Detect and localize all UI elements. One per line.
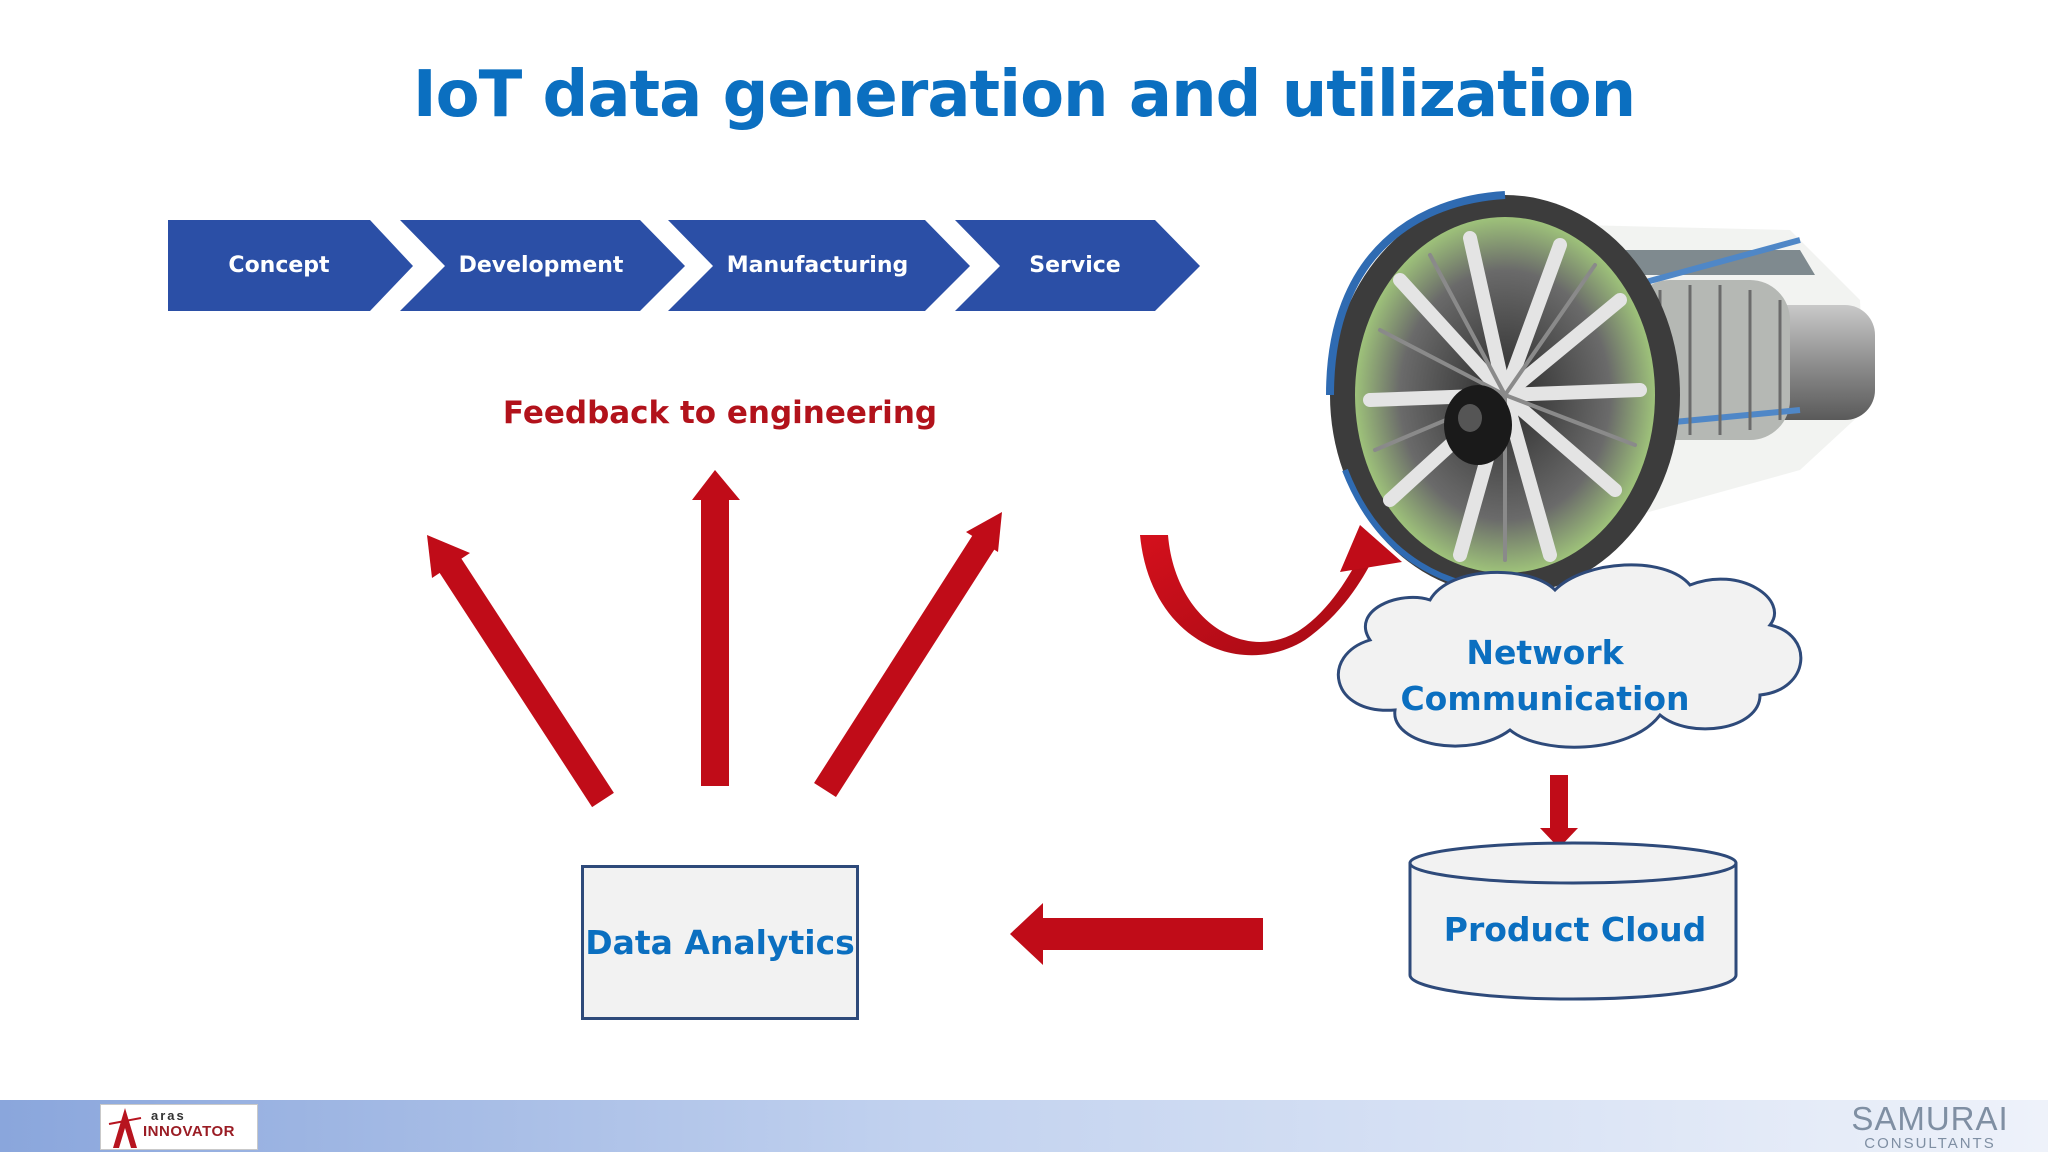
network-label-line1: Network [1466, 633, 1624, 672]
aras-logo-bottom: INNOVATOR [143, 1123, 236, 1140]
samurai-consultants-logo: SAMURAI CONSULTANTS [1830, 1102, 2030, 1152]
aras-innovator-logo: aras INNOVATOR [100, 1104, 258, 1150]
database-to-analytics-arrow [1010, 903, 1263, 965]
chevron-concept [168, 220, 413, 311]
data-analytics-box: Data Analytics [581, 865, 859, 1020]
jet-engine-icon [1326, 191, 1875, 595]
aras-logo-top: aras [151, 1108, 186, 1123]
chevron-label-development: Development [458, 253, 624, 278]
feedback-label: Feedback to engineering [502, 395, 938, 431]
samurai-logo-top: SAMURAI [1851, 1100, 2009, 1137]
feedback-arrow-right [814, 512, 1002, 798]
chevron-label-service: Service [1029, 253, 1121, 278]
service-to-engine-arrow [1140, 525, 1402, 656]
slide-title: IoT data generation and utilization [412, 58, 1636, 132]
feedback-arrow-left [427, 535, 614, 808]
network-cloud-shape [1336, 563, 1803, 749]
samurai-logo-bottom: CONSULTANTS [1864, 1135, 1996, 1152]
product-cloud-database [1408, 841, 1738, 1001]
feedback-arrow-up [692, 470, 740, 786]
chevron-development [400, 220, 685, 311]
chevron-service [955, 220, 1200, 311]
aras-tower-icon [108, 1108, 142, 1148]
network-label-line2: Communication [1400, 679, 1690, 718]
chevron-manufacturing [668, 220, 970, 311]
data-analytics-label: Data Analytics [585, 923, 855, 962]
footer-bar [0, 1100, 2048, 1152]
cloud-to-database-arrow [1540, 775, 1578, 848]
product-cloud-label: Product Cloud [1443, 910, 1707, 949]
chevron-label-concept: Concept [228, 253, 330, 278]
network-communication-label: Network Communication [1380, 630, 1710, 722]
chevron-label-manufacturing: Manufacturing [726, 253, 909, 278]
